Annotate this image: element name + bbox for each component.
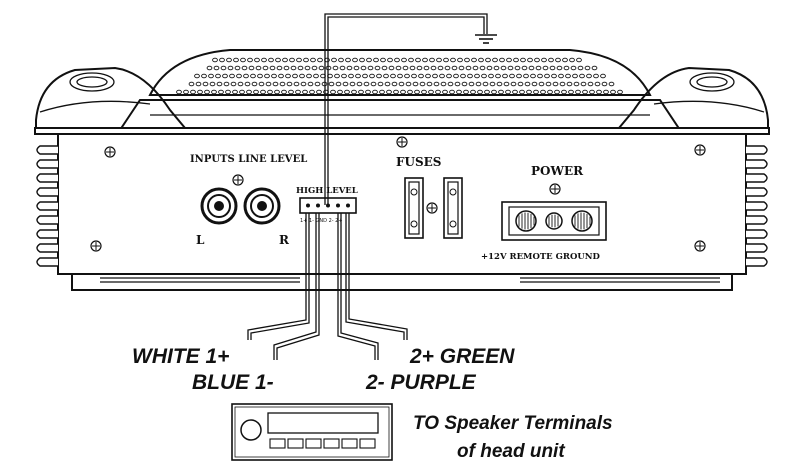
amplifier-housing: [34, 66, 770, 291]
blue-wire-label: BLUE 1-: [192, 371, 274, 394]
speaker-input-wires: [247, 213, 408, 360]
right-channel-label: R: [279, 233, 290, 247]
fuse-2[interactable]: [443, 177, 463, 239]
green-wire-label: 2+ GREEN: [409, 345, 515, 368]
fuses-label: FUSES: [396, 155, 441, 169]
rca-jack-right[interactable]: [243, 187, 281, 225]
ground-wire: [324, 13, 488, 205]
left-channel-label: L: [196, 233, 205, 247]
power-terminal-block[interactable]: [501, 201, 607, 241]
fuse-1[interactable]: [404, 177, 424, 239]
heatsink-fins-right: [746, 145, 768, 267]
panel-screws: [90, 136, 706, 252]
head-unit-caption-line2: of head unit: [457, 441, 565, 462]
head-unit-caption-line1: TO Speaker Terminals: [413, 413, 613, 434]
high-level-label: HIGH LEVEL: [296, 186, 358, 196]
inputs-line-level-label: INPUTS LINE LEVEL: [190, 154, 307, 165]
rca-jack-left[interactable]: [200, 187, 238, 225]
white-wire-label: WHITE 1+: [132, 345, 229, 368]
purple-wire-label: 2- PURPLE: [365, 371, 477, 394]
amplifier-grille: [148, 49, 652, 96]
head-unit-icon: [231, 403, 393, 461]
high-level-pin-labels: 1+ 1- GND 2- 2+: [300, 218, 343, 224]
power-label: POWER: [531, 164, 584, 178]
ground-symbol-icon: [475, 34, 497, 44]
power-terminals-label: +12V REMOTE GROUND: [481, 252, 601, 262]
heatsink-fins-left: [36, 145, 58, 267]
